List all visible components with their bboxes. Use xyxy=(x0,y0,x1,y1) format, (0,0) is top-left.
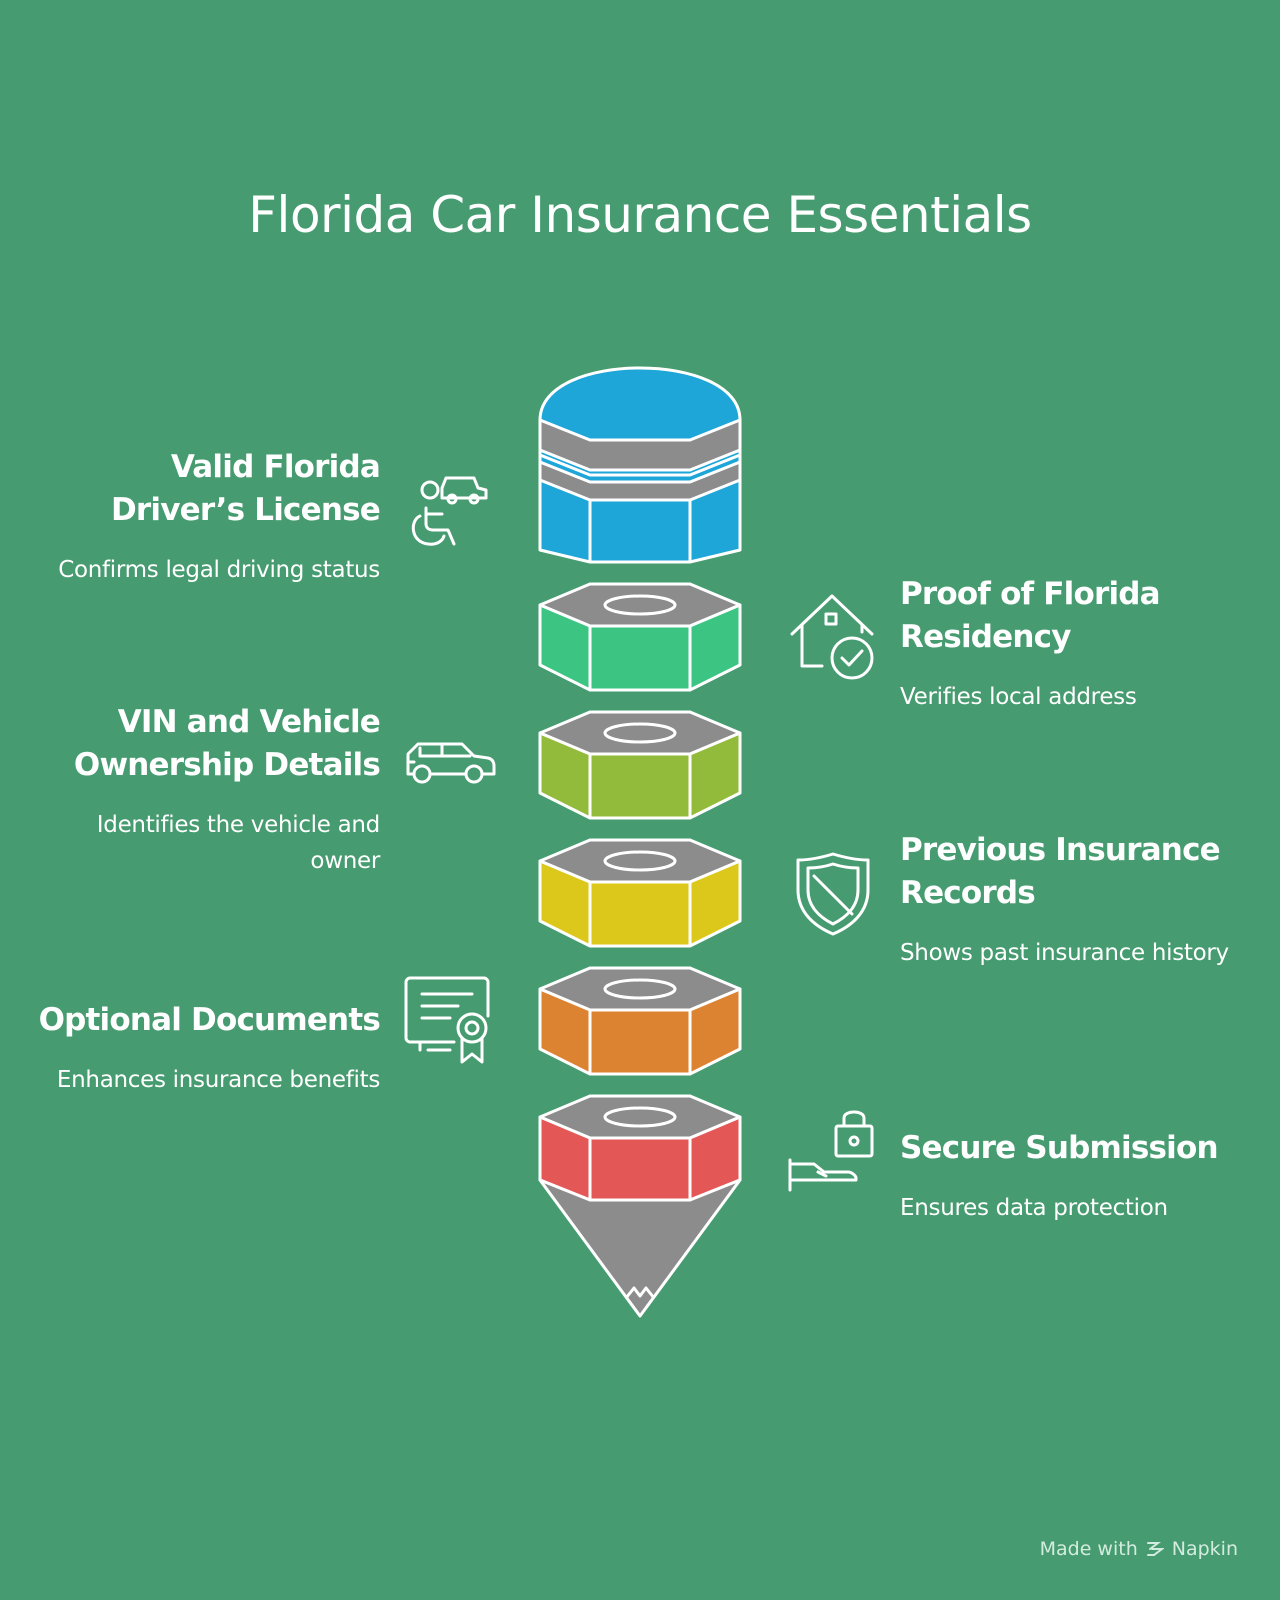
item-description: Identifies the vehicle and owner xyxy=(96,812,381,874)
item-description: Ensures data protection xyxy=(900,1195,1168,1221)
stack-segment-1 xyxy=(538,582,742,692)
shield-icon xyxy=(796,852,870,936)
item-vin-ownership: VIN and Vehicle Ownership Details Identi… xyxy=(35,701,381,879)
stack-segment-3 xyxy=(538,838,742,948)
item-description: Confirms legal driving status xyxy=(58,557,380,583)
item-proof-of-residency: Proof of Florida Residency Verifies loca… xyxy=(900,573,1245,715)
driver-license-icon xyxy=(411,476,488,546)
stack-tip xyxy=(538,1178,742,1318)
item-secure-submission: Secure Submission Ensures data protectio… xyxy=(900,1127,1245,1226)
stack-segment-4 xyxy=(538,966,742,1076)
item-heading: Previous Insurance Records xyxy=(900,832,1221,911)
napkin-logo-icon xyxy=(1146,1542,1164,1556)
made-with-napkin[interactable]: Made with Napkin xyxy=(1040,1538,1238,1560)
item-valid-drivers-license: Valid Florida Driver’s License Confirms … xyxy=(35,446,381,588)
stack-segment-cap xyxy=(538,366,742,564)
certificate-icon xyxy=(404,976,490,1064)
item-heading: VIN and Vehicle Ownership Details xyxy=(73,704,381,783)
item-description: Enhances insurance benefits xyxy=(56,1067,380,1093)
item-heading: Valid Florida Driver’s License xyxy=(110,449,381,528)
home-check-icon xyxy=(790,594,874,680)
item-heading: Proof of Florida Residency xyxy=(900,576,1161,655)
stack-segment-5 xyxy=(538,1094,742,1202)
item-heading: Optional Documents xyxy=(38,1002,381,1038)
item-previous-insurance: Previous Insurance Records Shows past in… xyxy=(900,829,1245,971)
item-description: Verifies local address xyxy=(900,684,1137,710)
napkin-brand: Napkin xyxy=(1171,1538,1238,1560)
item-optional-documents: Optional Documents Enhances insurance be… xyxy=(35,999,381,1098)
stack-segment-2 xyxy=(538,710,742,820)
item-description: Shows past insurance history xyxy=(900,940,1229,966)
made-with-label: Made with xyxy=(1039,1538,1138,1560)
page-title: Florida Car Insurance Essentials xyxy=(248,186,1032,244)
item-heading: Secure Submission xyxy=(900,1130,1219,1166)
car-icon xyxy=(406,742,496,784)
lock-hand-icon xyxy=(788,1110,874,1192)
